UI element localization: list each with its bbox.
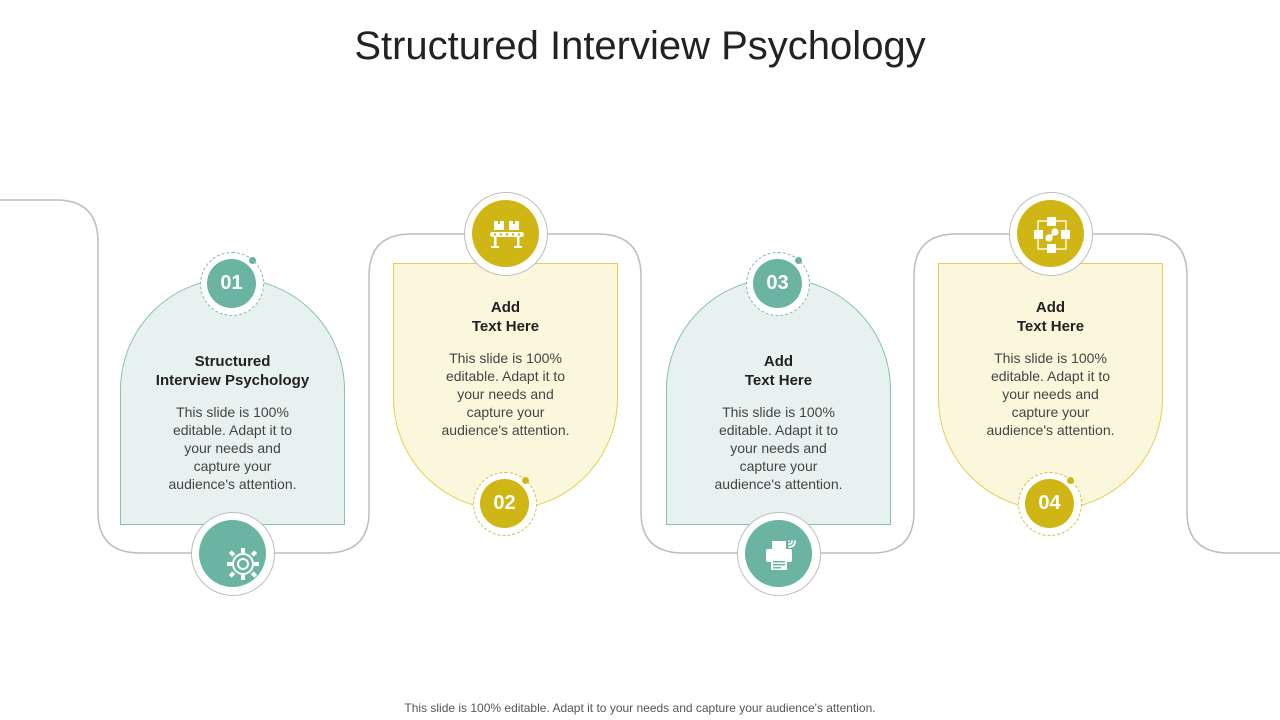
step-heading: Add Text Here: [471, 299, 540, 335]
step-card-3: Add Text Here This slide is 100% editabl…: [666, 278, 891, 525]
gear-cycle-icon: [227, 548, 259, 580]
step-icon-badge-3: [737, 512, 821, 596]
wireless-printer-icon: [766, 540, 796, 570]
step-number-badge-4: 04: [1018, 472, 1082, 536]
step-number: 03: [753, 259, 802, 308]
step-icon-badge-1: [191, 512, 275, 596]
step-body: This slide is 100% editable. Adapt it to…: [986, 350, 1115, 438]
step-heading: Add Text Here: [1016, 299, 1085, 335]
step-card-4: Add Text Here This slide is 100% editabl…: [938, 263, 1163, 510]
footer-note: This slide is 100% editable. Adapt it to…: [404, 701, 876, 715]
step-heading: Structured Interview Psychology: [155, 353, 310, 389]
step-number-badge-3: 03: [746, 252, 810, 316]
step-card-1: Structured Interview Psychology This sli…: [120, 278, 345, 525]
step-icon-badge-4: [1009, 192, 1093, 276]
conveyor-boxes-icon: [490, 221, 524, 248]
step-card-2: Add Text Here This slide is 100% editabl…: [393, 263, 618, 510]
step-number: 01: [207, 259, 256, 308]
step-body: This slide is 100% editable. Adapt it to…: [441, 350, 570, 438]
linked-cubes-icon: [1034, 217, 1070, 253]
step-number-badge-1: 01: [200, 252, 264, 316]
step-icon-badge-2: [464, 192, 548, 276]
step-number-badge-2: 02: [473, 472, 537, 536]
step-number: 02: [480, 479, 529, 528]
step-number: 04: [1025, 479, 1074, 528]
step-body: This slide is 100% editable. Adapt it to…: [714, 404, 843, 492]
page-title: Structured Interview Psychology: [354, 24, 926, 68]
step-heading: Add Text Here: [744, 353, 813, 389]
step-body: This slide is 100% editable. Adapt it to…: [168, 404, 297, 492]
